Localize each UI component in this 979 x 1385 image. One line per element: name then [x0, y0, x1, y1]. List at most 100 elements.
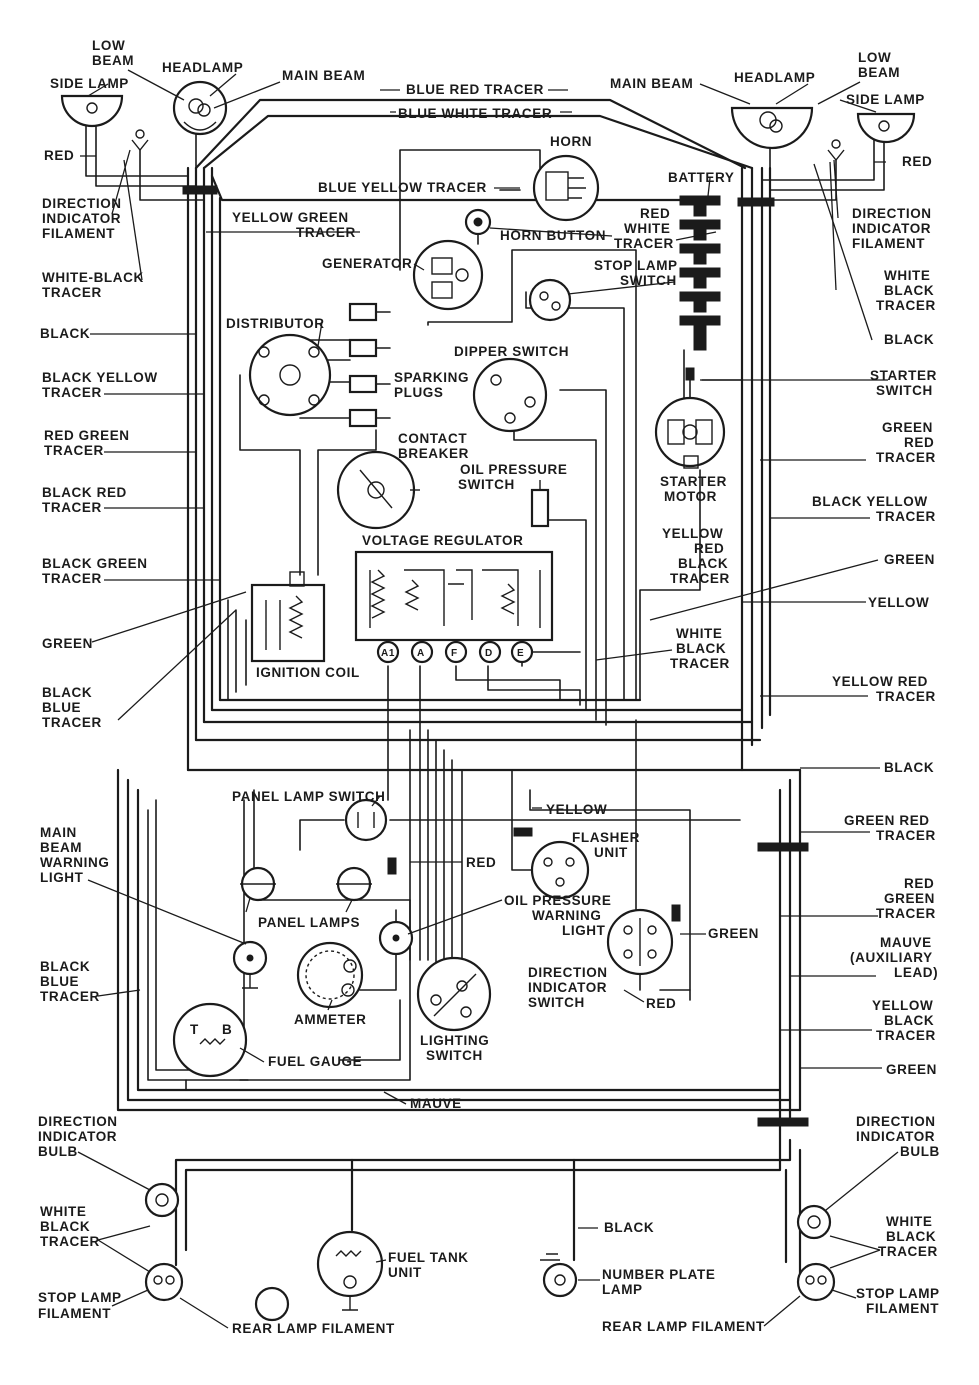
label-gauge-b: B: [222, 1022, 232, 1037]
right-stop-lamp: [796, 1262, 836, 1302]
label-ammeter: AMMETER: [294, 1012, 366, 1027]
label-yellow-mid: YELLOW: [546, 802, 607, 817]
label-terminal-e: E: [517, 648, 524, 659]
label-terminal-a: A: [417, 648, 425, 659]
main-harness: [85, 98, 885, 1282]
label-main-beam-left: MAIN BEAM: [282, 68, 365, 83]
direction-indicator-switch: [606, 908, 674, 976]
ammeter: [296, 941, 364, 1009]
fuel-gauge: [172, 1002, 248, 1078]
right-side-lamp: [856, 112, 916, 144]
label-black-left: BLACK: [40, 326, 90, 341]
right-direction-indicator: [827, 139, 845, 162]
oil-pressure-switch: [530, 480, 550, 528]
starter-motor: [654, 396, 726, 469]
label-red-mid: RED: [466, 855, 496, 870]
horn-button: [464, 208, 492, 245]
left-stop-lamp: [144, 1262, 184, 1302]
label-horn: HORN: [550, 134, 592, 149]
voltage-regulator: [354, 550, 554, 642]
label-red-left: RED: [44, 148, 74, 163]
label-blue-white-tracer: BLUE WHITE TRACER: [398, 106, 552, 121]
label-terminal-a1: A1: [381, 648, 395, 659]
starter-switch: [685, 367, 695, 401]
main-beam-warning-light: [232, 940, 268, 989]
right-direction-indicator-bulb: [796, 1204, 832, 1240]
oil-pressure-warning-light: [378, 920, 414, 956]
label-red-right: RED: [902, 154, 932, 169]
label-distributor: DISTRIBUTOR: [226, 316, 325, 331]
left-headlamp: [172, 80, 228, 136]
left-direction-indicator-bulb: [144, 1182, 180, 1218]
lighting-switch: [416, 956, 492, 1032]
panel-lamp-switch: [344, 798, 388, 842]
flasher-unit: [530, 840, 590, 900]
fuel-tank-unit: [316, 1230, 384, 1311]
label-side-lamp-right: SIDE LAMP: [846, 92, 925, 107]
rear-tank-float: [254, 1286, 290, 1322]
label-red-lower: RED: [646, 996, 676, 1011]
right-headlamp: [730, 106, 814, 150]
sparking-plugs: [348, 302, 391, 428]
label-voltage-regulator: VOLTAGE REGULATOR: [362, 533, 523, 548]
label-side-lamp-left: SIDE LAMP: [50, 76, 129, 91]
label-blue-red-tracer: BLUE RED TRACER: [406, 82, 544, 97]
label-gauge-t: T: [190, 1022, 199, 1037]
distributor: [248, 333, 332, 417]
label-green-left: GREEN: [42, 636, 93, 651]
horn: [532, 154, 600, 222]
battery: [679, 195, 721, 351]
label-headlamp-right: HEADLAMP: [734, 70, 815, 85]
label-battery: BATTERY: [668, 170, 734, 185]
generator: [412, 239, 484, 311]
label-generator: GENERATOR: [322, 256, 412, 271]
label-terminal-d: D: [485, 648, 493, 659]
label-rear-lamp-filament-left: REAR LAMP FILAMENT: [232, 1321, 395, 1336]
label-panel-lamps: PANEL LAMPS: [258, 915, 360, 930]
label-mauve: MAUVE: [410, 1096, 462, 1111]
label-dipper-switch: DIPPER SWITCH: [454, 344, 569, 359]
label-headlamp-left: HEADLAMP: [162, 60, 243, 75]
number-plate-lamp: [540, 1253, 578, 1298]
label-green-lower: GREEN: [708, 926, 759, 941]
label-ignition-coil: IGNITION COIL: [256, 665, 360, 680]
connector-blocks: [182, 185, 809, 1127]
leader-lines: [77, 69, 899, 1329]
